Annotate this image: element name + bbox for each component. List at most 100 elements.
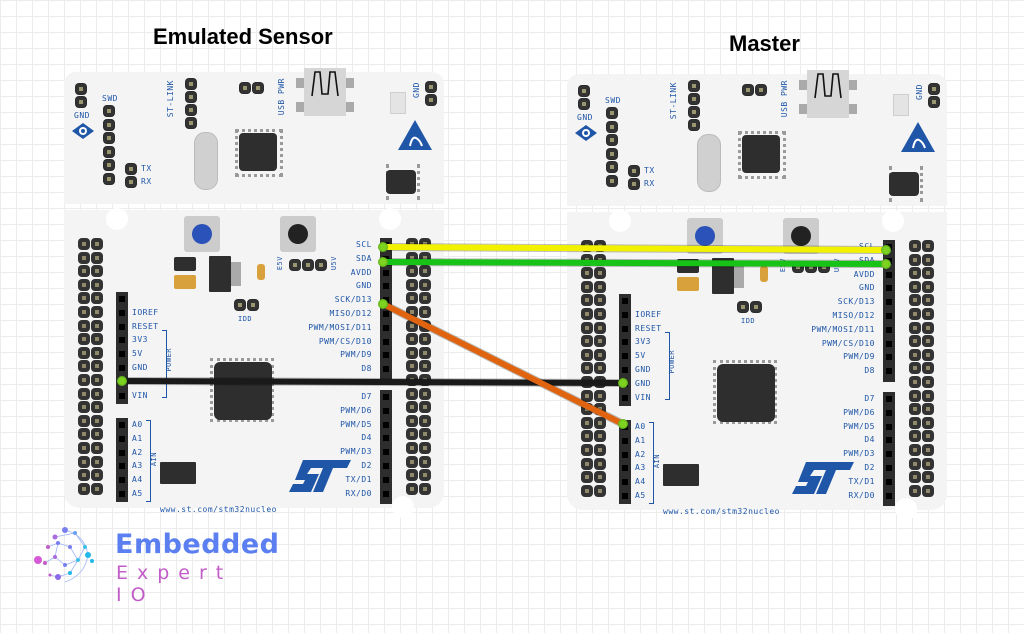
morpho-pin[interactable] [909,308,921,320]
morpho-pin[interactable] [581,321,593,334]
morpho-pin[interactable] [909,267,921,280]
morpho-pin[interactable] [909,457,921,470]
header-pin-gnd[interactable] [119,365,125,371]
header-pin-d4[interactable] [886,437,892,444]
header-pin-d4[interactable] [383,435,389,442]
header-pin-pwm-d3[interactable] [886,451,892,458]
usb-connector[interactable] [807,70,849,118]
header-pin-pwm-d9[interactable] [383,352,389,359]
st-link-pin[interactable] [186,105,196,115]
morpho-pin[interactable] [909,253,921,266]
idd-pin[interactable] [751,302,761,312]
morpho-pin[interactable] [909,389,921,402]
morpho-pin[interactable] [78,238,90,250]
morpho-pin[interactable] [406,469,418,482]
morpho-pin[interactable] [909,321,921,334]
morpho-pin[interactable] [581,348,593,361]
morpho-pin[interactable] [78,387,90,400]
morpho-pin[interactable] [78,455,90,468]
morpho-pin[interactable] [909,280,921,293]
header-pin-reset[interactable] [119,323,125,330]
header-pin-a4[interactable] [119,477,125,484]
morpho-pin[interactable] [581,335,593,348]
morpho-pin[interactable] [78,401,90,414]
header-pin-a4[interactable] [622,479,628,486]
morpho-pin[interactable] [909,430,921,443]
morpho-pin[interactable] [78,442,90,454]
swd-pin[interactable] [607,108,617,118]
tx-pin[interactable] [629,166,639,176]
morpho-pin[interactable] [406,278,418,291]
morpho-pin[interactable] [91,374,103,386]
morpho-pin[interactable] [909,348,921,361]
morpho-pin[interactable] [594,362,606,375]
swd-pin[interactable] [104,160,114,170]
morpho-pin[interactable] [91,360,103,373]
morpho-pin[interactable] [419,333,431,346]
header-pin-pwm-d9[interactable] [886,354,892,361]
morpho-pin[interactable] [594,457,606,470]
usb-connector[interactable] [304,68,346,116]
jumper-pin[interactable] [756,85,766,95]
morpho-pin[interactable] [91,387,103,400]
morpho-pin[interactable] [78,319,90,332]
morpho-pin[interactable] [594,321,606,334]
morpho-pin[interactable] [909,362,921,375]
morpho-pin[interactable] [91,251,103,264]
header-pin-5v[interactable] [622,353,628,360]
morpho-pin[interactable] [909,403,921,416]
morpho-pin[interactable] [922,376,934,388]
morpho-pin[interactable] [922,471,934,484]
wire-endpoint[interactable] [881,245,891,255]
morpho-pin[interactable] [581,280,593,293]
st-link-pin[interactable] [689,94,699,104]
header-pin-ioref[interactable] [119,309,125,316]
wire-endpoint[interactable] [881,259,891,269]
morpho-pin[interactable] [91,414,103,427]
header-pin-pwm-d5[interactable] [886,423,892,430]
st-link-pin[interactable] [689,107,699,117]
header-pin-ioref[interactable] [622,311,628,318]
morpho-pin[interactable] [922,321,934,334]
morpho-pin[interactable] [581,389,593,402]
morpho-pin[interactable] [91,442,103,454]
swd-pin[interactable] [607,148,617,159]
morpho-pin[interactable] [594,348,606,361]
morpho-pin[interactable] [78,306,90,318]
morpho-pin[interactable] [419,455,431,468]
morpho-pin[interactable] [581,267,593,280]
morpho-pin[interactable] [581,308,593,320]
st-link-pin[interactable] [186,118,196,128]
header-pin-nc[interactable] [119,296,125,302]
morpho-pin[interactable] [594,444,606,456]
morpho-pin[interactable] [909,484,921,497]
header-pin-5v[interactable] [119,351,125,358]
morpho-pin[interactable] [419,428,431,441]
header-pin-pwm-mosi-d11[interactable] [383,324,389,331]
morpho-pin[interactable] [419,346,431,359]
header-pin-a1[interactable] [622,437,628,444]
header-pin-a5[interactable] [622,493,628,499]
morpho-pin[interactable] [419,482,431,495]
power-select-pin[interactable] [793,262,803,272]
morpho-pin[interactable] [406,346,418,359]
morpho-pin[interactable] [581,294,593,307]
swd-pin[interactable] [104,106,114,116]
header-pin-gnd[interactable] [383,283,389,290]
morpho-pin[interactable] [406,265,418,278]
morpho-pin[interactable] [922,362,934,375]
morpho-pin[interactable] [406,442,418,454]
header-pin-a2[interactable] [622,451,628,458]
rx-pin[interactable] [629,179,639,189]
sda-wire[interactable] [382,259,887,267]
morpho-pin[interactable] [91,238,103,250]
morpho-pin[interactable] [91,455,103,468]
swd-pin[interactable] [104,133,114,143]
jumper-pin[interactable] [253,83,263,93]
morpho-pin[interactable] [581,362,593,375]
header-pin-a3[interactable] [119,463,125,470]
header-pin-pwm-d5[interactable] [383,421,389,428]
morpho-pin[interactable] [922,280,934,293]
morpho-pin[interactable] [922,253,934,266]
morpho-pin[interactable] [419,292,431,305]
